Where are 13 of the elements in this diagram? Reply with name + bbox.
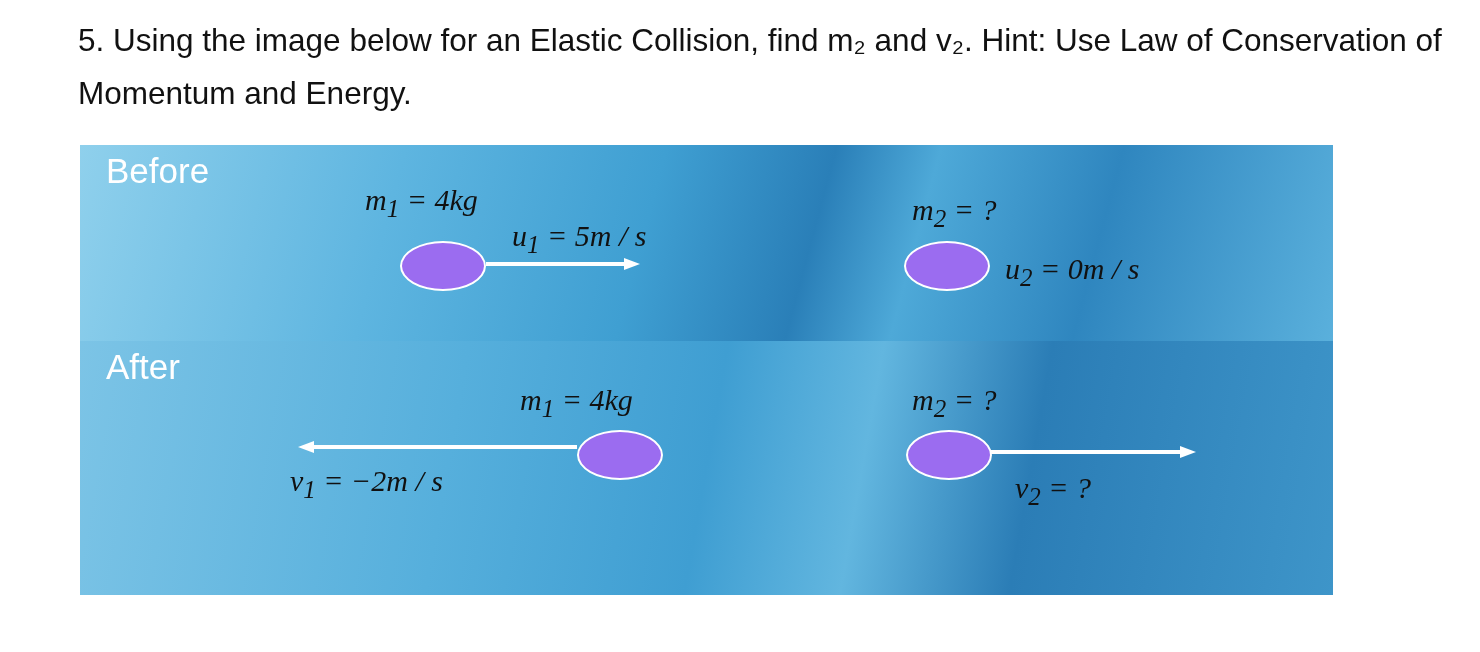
formula-label: u$_{2}$ = 0m / s: [1005, 252, 1140, 292]
formula-label: m$_{1}$ = 4kg: [520, 383, 633, 423]
formula-label: v$_{2}$ = ?: [1015, 471, 1092, 511]
formula-label: v$_{1}$ = −2m / s: [290, 464, 443, 504]
formula-label: u$_{1}$ = 5m / s: [512, 219, 647, 259]
scene-panel: [80, 341, 1333, 595]
formula-label: m$_{1}$ = 4kg: [365, 183, 478, 223]
question-text: 5. Using the image below for an Elastic Collision, find m₂ and v₂. Hint: Use Law of Conservation of Momentum and Energy.: [78, 21, 1443, 113]
scene-panel: [80, 145, 1333, 342]
formula-label: m$_{2}$ = ?: [912, 193, 997, 233]
panel-heading: Before: [106, 151, 210, 191]
panel-heading: After: [106, 347, 180, 387]
formula-label: m$_{2}$ = ?: [912, 383, 997, 423]
